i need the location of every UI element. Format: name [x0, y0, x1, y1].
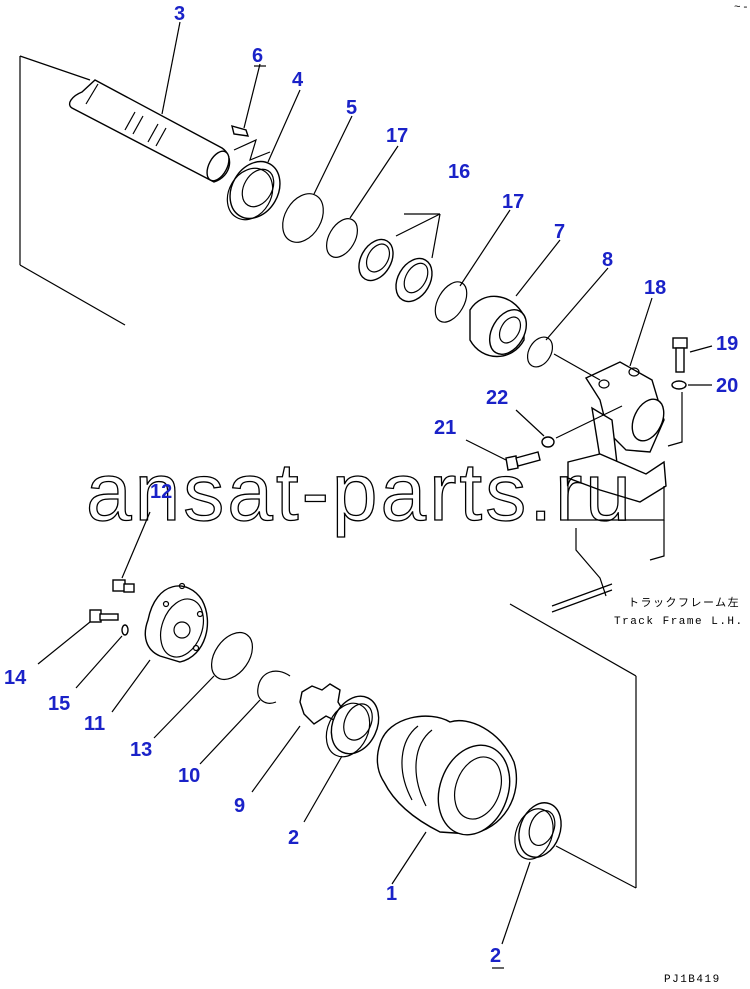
callout-17-a: 17 [386, 125, 408, 147]
upper-frame-lines [19, 55, 126, 326]
callout-2-a: 2 [288, 827, 299, 849]
o-ring-part-8 [526, 336, 554, 368]
washer-part-22 [515, 405, 623, 448]
washer-part-15 [75, 624, 129, 689]
track-frame-label-en: Track Frame L.H. [614, 616, 744, 628]
callout-14: 14 [4, 667, 27, 689]
floating-seal-part-16 [358, 238, 433, 303]
leader-lines-upper [161, 21, 653, 367]
drawing-code: PJ1B419 [664, 974, 721, 984]
o-ring-part-5 [282, 193, 324, 243]
callout-13: 13 [130, 739, 152, 761]
callout-labels: 3 6 4 5 17 16 17 7 8 18 19 20 22 21 12 1… [4, 3, 738, 967]
callout-8: 8 [602, 249, 613, 271]
bolt-part-21 [465, 439, 541, 471]
track-frame-label-jp: トラックフレーム左 [628, 596, 740, 610]
callout-7: 7 [554, 221, 565, 243]
callout-21: 21 [434, 417, 456, 439]
callout-underlines [254, 65, 504, 969]
callout-15: 15 [48, 693, 70, 715]
callout-18: 18 [644, 277, 666, 299]
watermark-text: ansat-parts.ru [86, 447, 634, 538]
o-ring-part-13 [153, 631, 254, 739]
callout-5: 5 [346, 97, 357, 119]
callout-10: 10 [178, 765, 200, 787]
o-ring-part-17-b [434, 281, 468, 323]
collar-part-4 [226, 160, 281, 221]
collar-part-7 [469, 295, 528, 357]
callout-9: 9 [234, 795, 245, 817]
callout-19: 19 [716, 333, 738, 355]
callout-3: 3 [174, 3, 185, 25]
callout-2-b: 2 [490, 945, 501, 967]
bolt-part-19 [672, 337, 713, 373]
callout-17-b: 17 [502, 191, 524, 213]
callout-1: 1 [386, 883, 397, 905]
callout-22: 22 [486, 387, 508, 409]
roller-part-1 [376, 715, 518, 885]
callout-16: 16 [448, 161, 470, 183]
bolt-part-14 [37, 609, 119, 665]
callout-6: 6 [252, 45, 263, 67]
bearing-part-2-a [303, 695, 380, 823]
pin-part-6 [231, 124, 271, 162]
o-ring-part-17-a [326, 218, 358, 258]
callout-20: 20 [716, 375, 738, 397]
shaft-part-3 [68, 79, 231, 183]
washer-part-20 [667, 380, 712, 447]
lower-frame-lines [509, 583, 637, 889]
bolt-part-12 [112, 511, 151, 593]
bearing-part-2-b [501, 802, 562, 945]
callout-4: 4 [292, 69, 304, 91]
callout-12: 12 [150, 481, 172, 503]
cover-part-11 [111, 582, 209, 713]
snap-ring-part-10 [199, 670, 291, 765]
callout-11: 11 [84, 713, 105, 735]
corner-mark: ~- [734, 2, 750, 14]
